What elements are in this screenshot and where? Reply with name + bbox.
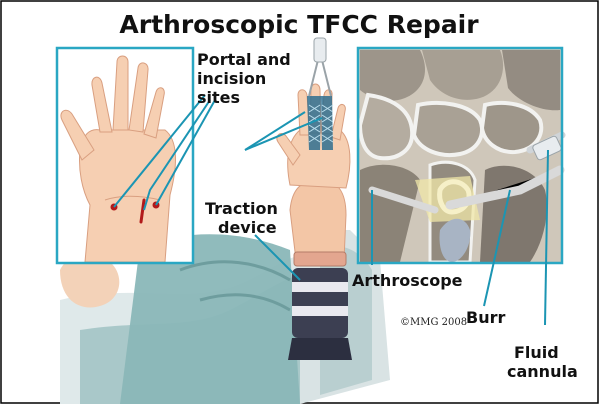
arm-holder [292,268,348,338]
label-fluid-line2: cannula [507,362,578,381]
label-traction-line2: device [218,218,277,237]
diagram-title: Arthroscopic TFCC Repair [119,10,479,39]
label-burr: Burr [466,308,505,327]
label-portal-line2: incision [197,69,266,88]
label-portal-line1: Portal and [197,50,291,69]
joint-inset [358,48,562,263]
label-arthroscope: Arthroscope [352,271,463,290]
label-traction-line1: Traction [205,199,278,218]
copyright-text: ©MMG 2008 [400,317,467,328]
label-portal-line3: sites [197,88,240,107]
label-fluid-line1: Fluid [514,343,559,362]
